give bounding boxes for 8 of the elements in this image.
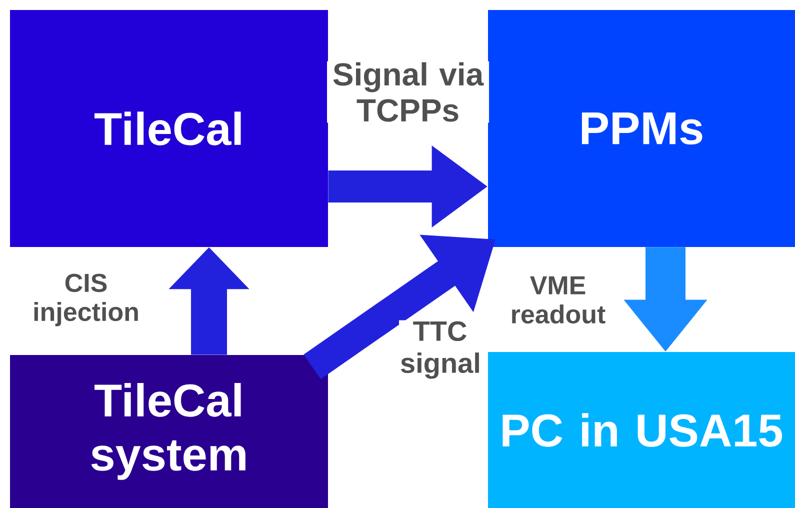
- process-box: TileCal system: [10, 354, 328, 508]
- process-box: PPMs: [488, 10, 795, 247]
- edge-label: Signal via TCPPs: [327, 61, 489, 123]
- process-box: PC in USA15: [488, 352, 795, 508]
- edge-label: CIS injection: [15, 272, 157, 328]
- process-box: TileCal: [10, 10, 328, 247]
- edge-label: VME readout: [500, 275, 616, 325]
- edge-label: TTC signal: [399, 320, 481, 380]
